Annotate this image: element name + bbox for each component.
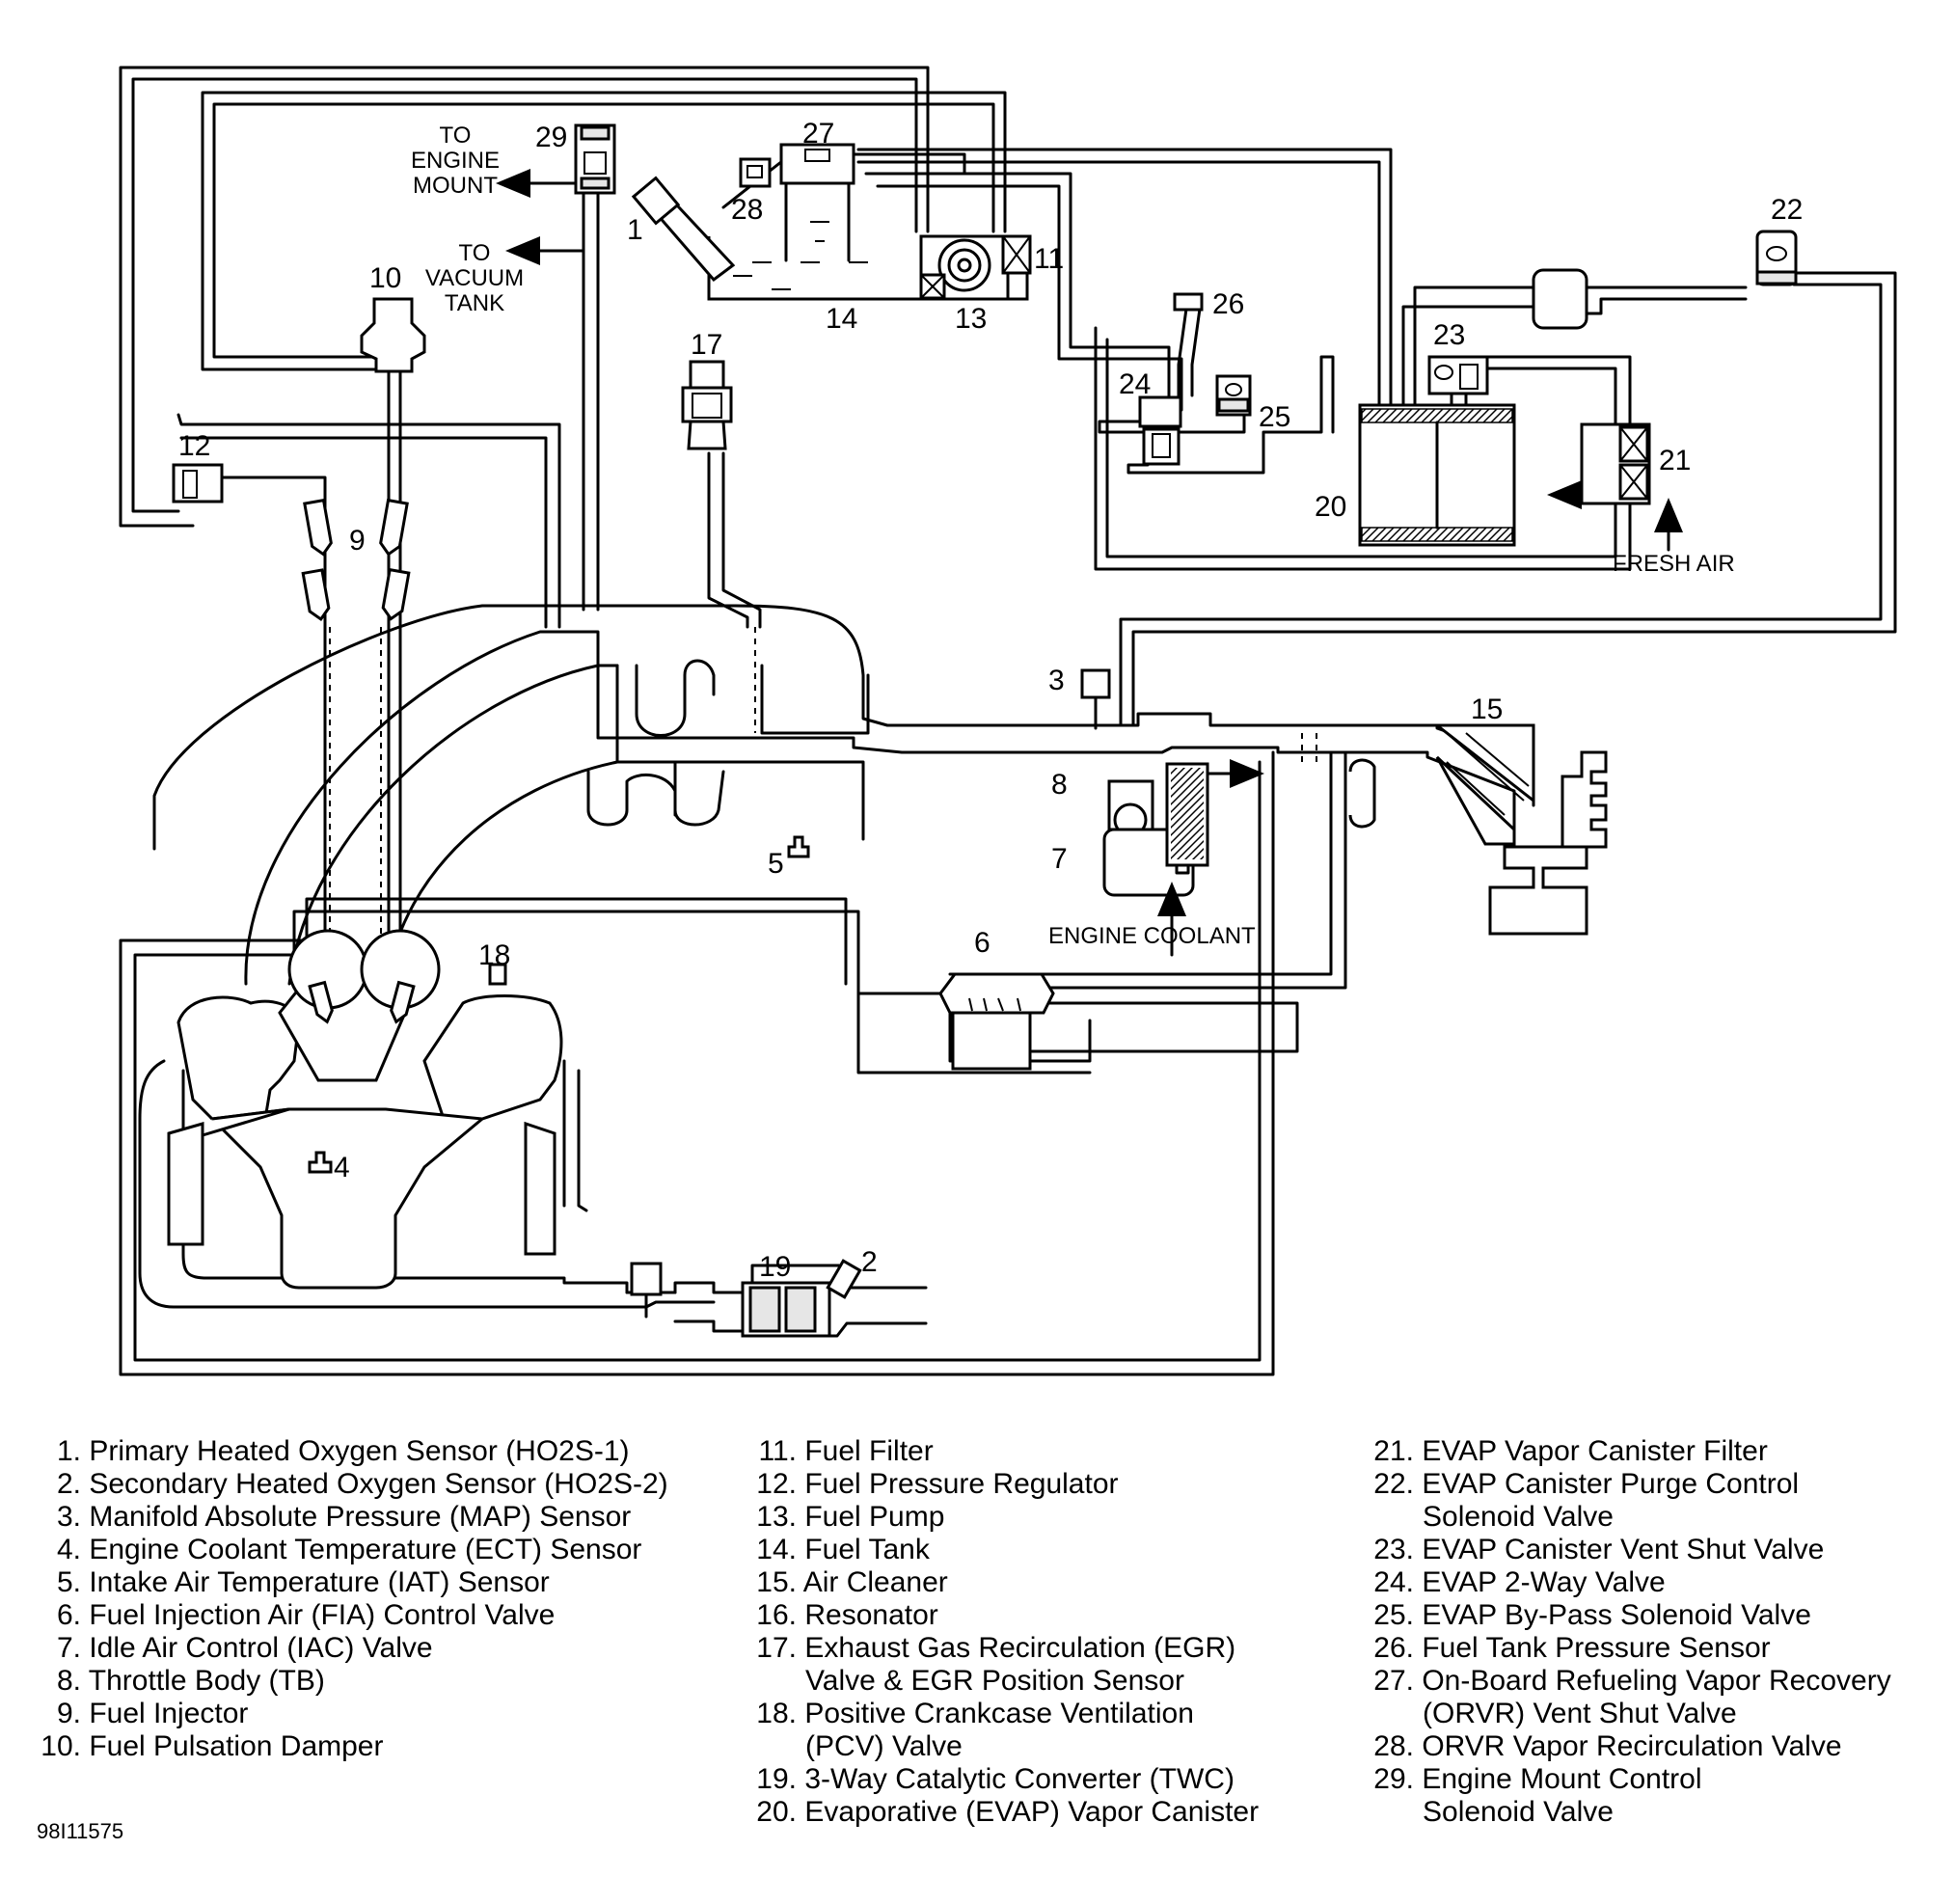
evap-2-way-valve-icon [1138,395,1182,428]
fuel-pressure-regulator [172,463,233,503]
callout-28: 28 [731,194,763,226]
throttle-body [1102,759,1264,957]
engine-mount-solenoid [496,123,616,265]
fuel-tank-pressure-sensor-icon [1173,292,1204,312]
sensors [787,668,1111,858]
pcv-valve-icon [488,963,507,986]
annotation-to-vacuum-tank-3: TANK [445,290,504,316]
ect-sensor-icon [308,1151,333,1174]
annotation-to-vacuum-tank-1: TO [459,240,491,266]
callout-17: 17 [691,329,722,361]
ho2s-2-icon [826,1259,862,1299]
callout-4: 4 [334,1152,350,1183]
annotation-fresh-air: FRESH AIR [1613,551,1735,577]
fuel-pulsation-damper [360,297,426,373]
map-sensor-icon [1080,668,1111,699]
egr-valve [681,360,733,450]
annotations: TO ENGINE MOUNT TO VACUUM TANK FRESH AIR… [411,122,1735,949]
annotation-to-engine-mount-3: MOUNT [413,173,498,199]
callout-13: 13 [955,303,987,335]
callout-7: 7 [1051,843,1068,875]
evap-valves [1138,292,1252,466]
callout-numbers: 1 2 3 4 5 6 7 8 9 10 11 12 13 14 15 17 1… [178,118,1803,1283]
callout-8: 8 [1051,769,1068,801]
iat-sensor-icon [787,835,810,858]
callout-14: 14 [826,303,857,335]
annotation-to-engine-mount-2: ENGINE [411,148,500,174]
callout-11: 11 [1034,243,1064,275]
callout-6: 6 [974,927,991,959]
callout-5: 5 [768,848,784,880]
callout-18: 18 [478,939,510,971]
callout-23: 23 [1433,319,1465,351]
callout-20: 20 [1315,491,1346,523]
callout-2: 2 [861,1246,878,1278]
callout-1: 1 [627,214,643,246]
callout-21: 21 [1659,445,1691,476]
evap-canister [1358,355,1683,552]
callout-25: 25 [1259,401,1290,433]
callout-24: 24 [1119,368,1151,400]
callout-12: 12 [178,430,210,462]
callout-9: 9 [349,525,366,557]
callout-27: 27 [802,118,834,150]
fia-control-valve [938,972,1055,1071]
fuel-tank [631,143,1032,301]
callout-3: 3 [1048,665,1065,696]
callout-15: 15 [1471,694,1503,725]
annotation-engine-coolant: ENGINE COOLANT [1048,923,1256,949]
evap-purge-solenoid [1532,230,1798,330]
annotation-to-engine-mount-1: TO [440,122,472,149]
air-cleaner [1348,723,1608,936]
ho2s-1-icon [630,1262,663,1296]
engine-block [167,929,563,1290]
callout-19: 19 [759,1251,791,1283]
fuel-injectors [301,498,411,622]
exhaust-system [630,1259,862,1338]
callout-26: 26 [1212,288,1244,320]
callout-10: 10 [369,262,401,294]
figure-id: 98I11575 [37,1819,124,1843]
callout-29: 29 [535,122,567,153]
annotation-to-vacuum-tank-2: VACUUM [425,265,524,291]
callout-22: 22 [1771,194,1803,226]
vacuum-hoses [119,66,1897,1376]
